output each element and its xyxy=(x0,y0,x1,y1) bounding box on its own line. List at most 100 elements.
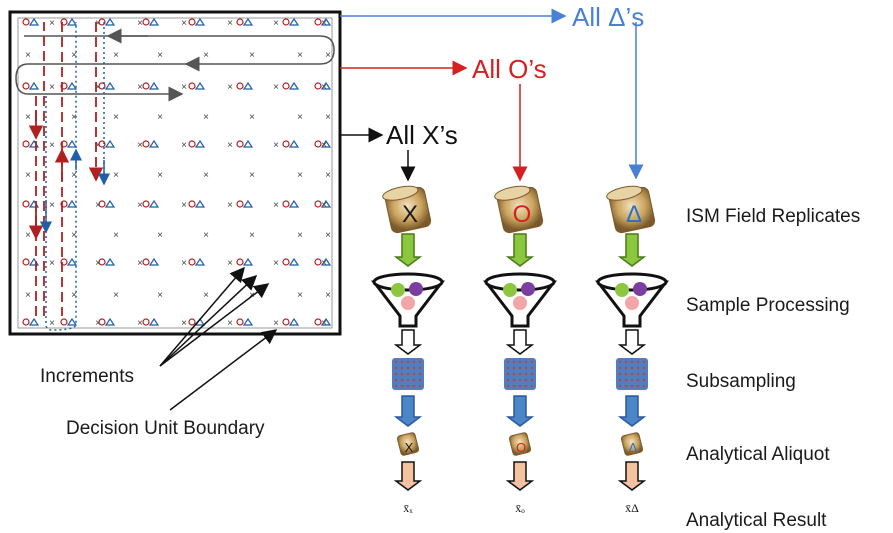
x-increment: × xyxy=(249,170,255,181)
delta-increment xyxy=(320,81,332,90)
o-increment xyxy=(22,200,30,208)
x-increment: × xyxy=(249,230,255,241)
o-increment xyxy=(188,258,196,266)
x-increment: × xyxy=(227,318,233,329)
delta-increment xyxy=(148,257,160,266)
x-increment: × xyxy=(113,230,119,241)
delta-increment xyxy=(320,317,332,326)
label-increments: Increments xyxy=(40,366,134,387)
o-increment xyxy=(236,140,244,148)
x-increment: × xyxy=(95,140,101,151)
o-increment xyxy=(236,82,244,90)
x-increment: × xyxy=(71,290,77,301)
delta-increment xyxy=(242,199,254,208)
x-path xyxy=(15,35,335,102)
o-increment xyxy=(60,18,68,26)
o-increment xyxy=(188,18,196,26)
field-replicate-jar: Δ xyxy=(606,185,656,234)
x-increment: × xyxy=(297,50,303,61)
x-increment: × xyxy=(321,18,327,29)
x-increment: × xyxy=(137,18,143,29)
o-increment xyxy=(236,200,244,208)
x-increment: × xyxy=(49,18,55,29)
label-all-o: All O’s xyxy=(472,54,547,84)
o-increment xyxy=(314,18,322,26)
x-increment: × xyxy=(71,112,77,123)
x-increment: × xyxy=(325,112,331,123)
processing-funnel xyxy=(594,272,670,328)
delta-increment xyxy=(148,81,160,90)
x-increment: × xyxy=(181,200,187,211)
x-increment: × xyxy=(137,140,143,151)
x-increment: × xyxy=(71,170,77,181)
x-increment: × xyxy=(297,112,303,123)
x-increment: × xyxy=(157,170,163,181)
o-increment xyxy=(60,200,68,208)
delta-increment xyxy=(288,81,300,90)
delta-increment xyxy=(148,17,160,26)
step-analytical-result: Analytical Result xyxy=(686,510,827,531)
x-increment: × xyxy=(181,318,187,329)
replicate-symbol: X xyxy=(402,201,418,228)
decision-unit: × × × × × × × × × × × × × × × × × × × × × × × × × × × × × × × × × × × × × × × ×… xyxy=(8,10,342,336)
delta-increment xyxy=(194,199,206,208)
delta-increment xyxy=(104,257,116,266)
o-increment xyxy=(314,82,322,90)
delta-increment xyxy=(104,81,116,90)
x-increment: × xyxy=(49,82,55,93)
sampling-paths xyxy=(15,22,335,331)
delta-increment xyxy=(28,81,40,90)
x-increment: × xyxy=(49,318,55,329)
x-increment: × xyxy=(273,18,279,29)
x-increment: × xyxy=(25,230,31,241)
delta-increment xyxy=(104,139,116,148)
x-increment: × xyxy=(71,230,77,241)
x-increment: × xyxy=(71,50,77,61)
o-increment xyxy=(188,200,196,208)
replicate-symbol: O xyxy=(513,201,532,228)
analytical-result-value: x̄ₒ xyxy=(515,501,525,515)
x-increment: × xyxy=(49,140,55,151)
o-increment xyxy=(188,318,196,326)
x-increment: × xyxy=(297,230,303,241)
o-increment xyxy=(314,140,322,148)
delta-increment xyxy=(148,139,160,148)
o-increment xyxy=(236,258,244,266)
processing-funnel xyxy=(482,272,558,328)
x-increment: × xyxy=(321,318,327,329)
x-increment: × xyxy=(157,112,163,123)
x-increment: × xyxy=(181,82,187,93)
annotation-pointers xyxy=(159,266,278,411)
x-increment: × xyxy=(137,82,143,93)
grouping-arrows xyxy=(340,8,644,182)
o-increment xyxy=(314,318,322,326)
label-all-x: All X’s xyxy=(386,120,458,150)
x-increment: × xyxy=(25,50,31,61)
x-increment: × xyxy=(227,82,233,93)
delta-increment xyxy=(66,139,78,148)
x-increment: × xyxy=(325,230,331,241)
x-increment: × xyxy=(273,140,279,151)
subsample-square xyxy=(616,358,648,390)
o-increment xyxy=(98,318,106,326)
x-increment: × xyxy=(325,50,331,61)
delta-increment xyxy=(66,81,78,90)
delta-increment xyxy=(320,17,332,26)
x-increment: × xyxy=(95,258,101,269)
x-increment: × xyxy=(95,200,101,211)
o-increment xyxy=(142,258,150,266)
o-increment xyxy=(236,18,244,26)
delta-increment xyxy=(194,257,206,266)
x-increment: × xyxy=(157,50,163,61)
o-increment xyxy=(282,318,290,326)
x-increment: × xyxy=(227,258,233,269)
o-increment xyxy=(22,18,30,26)
o-increment xyxy=(142,318,150,326)
delta-increment xyxy=(148,317,160,326)
x-increment: × xyxy=(157,230,163,241)
x-increment: × xyxy=(137,318,143,329)
x-increment: × xyxy=(137,200,143,211)
x-increment: × xyxy=(181,18,187,29)
replicate-column: OOx̄ₒ xyxy=(482,185,558,515)
